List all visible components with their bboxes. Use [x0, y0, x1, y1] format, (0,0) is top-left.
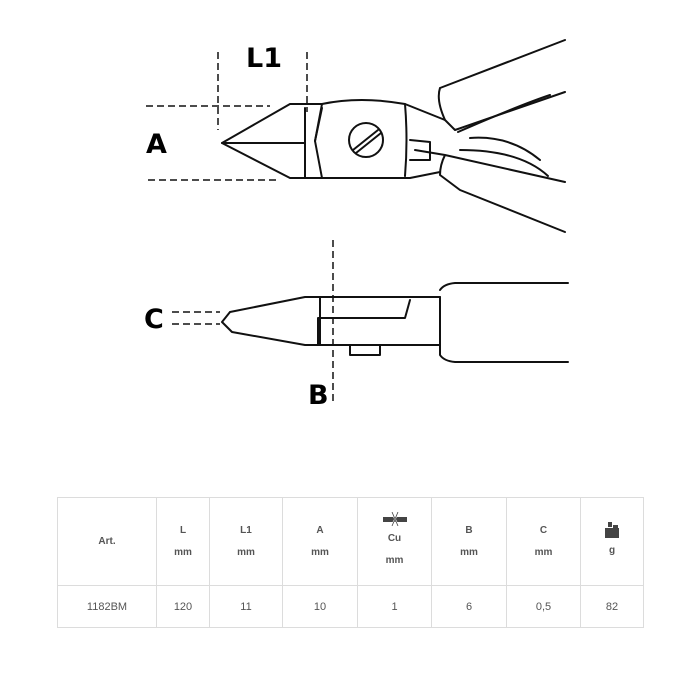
cell-c: 0,5 — [506, 585, 581, 628]
handle-side — [439, 282, 569, 363]
header-art: Art. — [57, 497, 157, 586]
plier-top-view — [221, 39, 566, 233]
plier-side-view — [221, 282, 569, 363]
upper-handle — [437, 39, 566, 131]
table-row: 1182BM 120 11 10 1 6 0,5 82 — [57, 585, 644, 628]
jaw-outline-top — [221, 103, 323, 179]
cell-l: 120 — [156, 585, 210, 628]
cell-weight: 82 — [580, 585, 644, 628]
dim-label-a: A — [146, 129, 167, 160]
jaw-outline-side — [221, 296, 441, 346]
copper-wire-cut-icon — [382, 511, 407, 526]
dim-label-b: B — [308, 380, 329, 411]
header-weight: g — [580, 497, 644, 586]
return-spring — [457, 94, 551, 177]
pivot-head — [321, 99, 446, 179]
dim-label-l1: L1 — [246, 43, 282, 74]
lower-handle — [414, 149, 566, 233]
cell-b: 6 — [431, 585, 507, 628]
weight-icon — [605, 521, 619, 538]
plier-technical-drawing: L1 A C B — [144, 39, 569, 411]
cell-art: 1182BM — [57, 585, 157, 628]
pivot-screw-icon — [348, 122, 384, 158]
dim-label-c: C — [144, 304, 164, 335]
cell-l1: 11 — [209, 585, 283, 628]
cell-a: 10 — [282, 585, 358, 628]
cell-cu: 1 — [357, 585, 432, 628]
